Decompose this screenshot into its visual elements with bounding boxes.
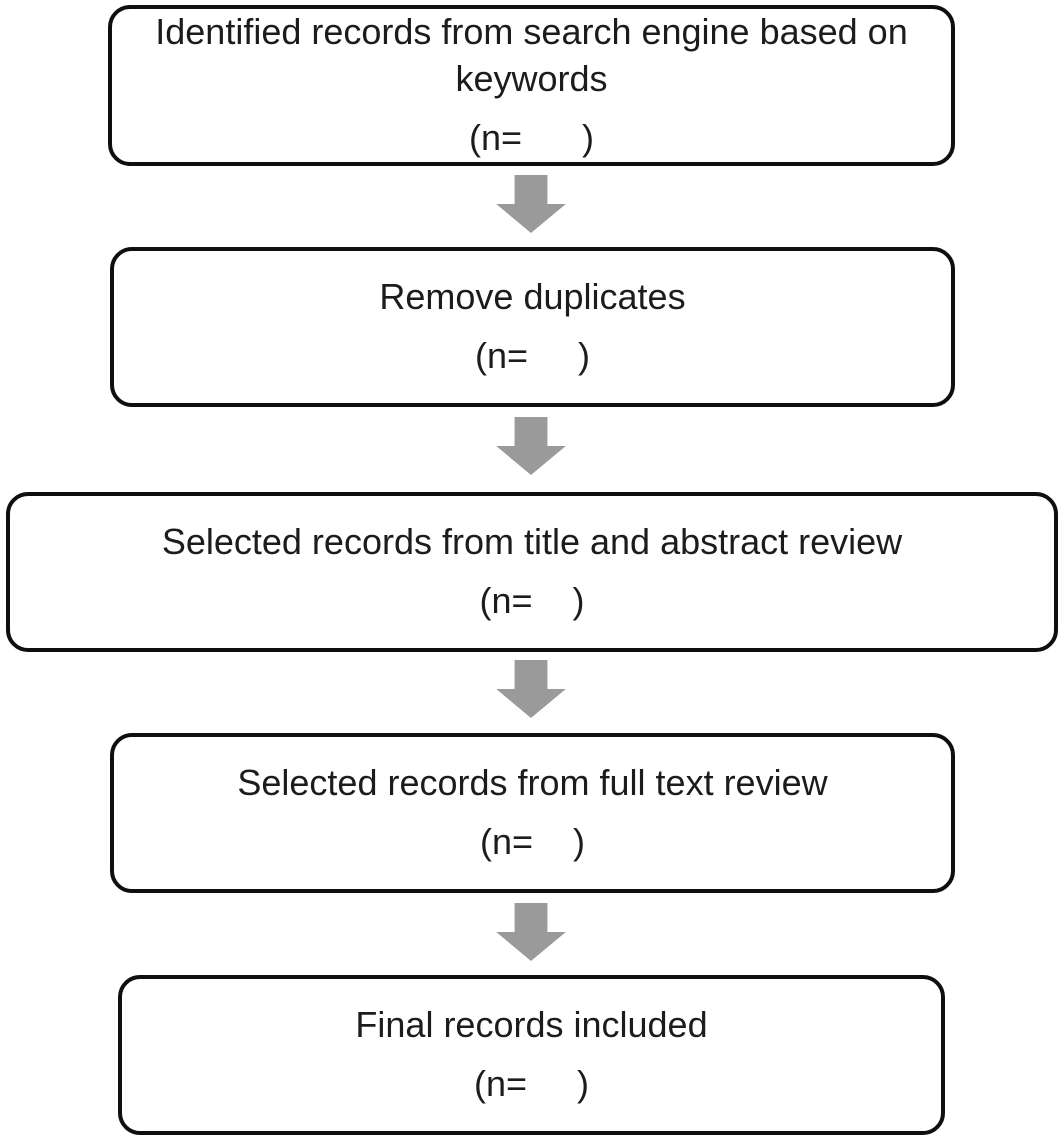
step-label: Final records included (355, 1004, 708, 1046)
step-label: Selected records from title and abstract… (161, 521, 903, 563)
step-count-placeholder: (n= ) (473, 1063, 590, 1104)
flow-step-full-text-review: Selected records from full text review (… (110, 733, 955, 893)
flow-step-identified-records: Identified records from search engine ba… (108, 5, 955, 166)
step-label: Identified records from search engine ba… (155, 11, 908, 100)
down-arrow-icon (495, 175, 567, 233)
down-arrow-icon (495, 660, 567, 718)
flow-step-title-abstract-review: Selected records from title and abstract… (6, 492, 1058, 652)
step-label: Remove duplicates (379, 276, 686, 318)
step-count-placeholder: (n= ) (468, 116, 595, 158)
step-count-placeholder: (n= ) (474, 335, 591, 376)
step-label: Selected records from full text review (237, 762, 828, 804)
step-count-placeholder: (n= ) (479, 580, 585, 621)
down-arrow-icon (495, 903, 567, 961)
down-arrow-icon (495, 417, 567, 475)
flow-step-final-records: Final records included (n= ) (118, 975, 945, 1135)
flow-step-remove-duplicates: Remove duplicates (n= ) (110, 247, 955, 407)
step-count-placeholder: (n= ) (479, 821, 586, 862)
